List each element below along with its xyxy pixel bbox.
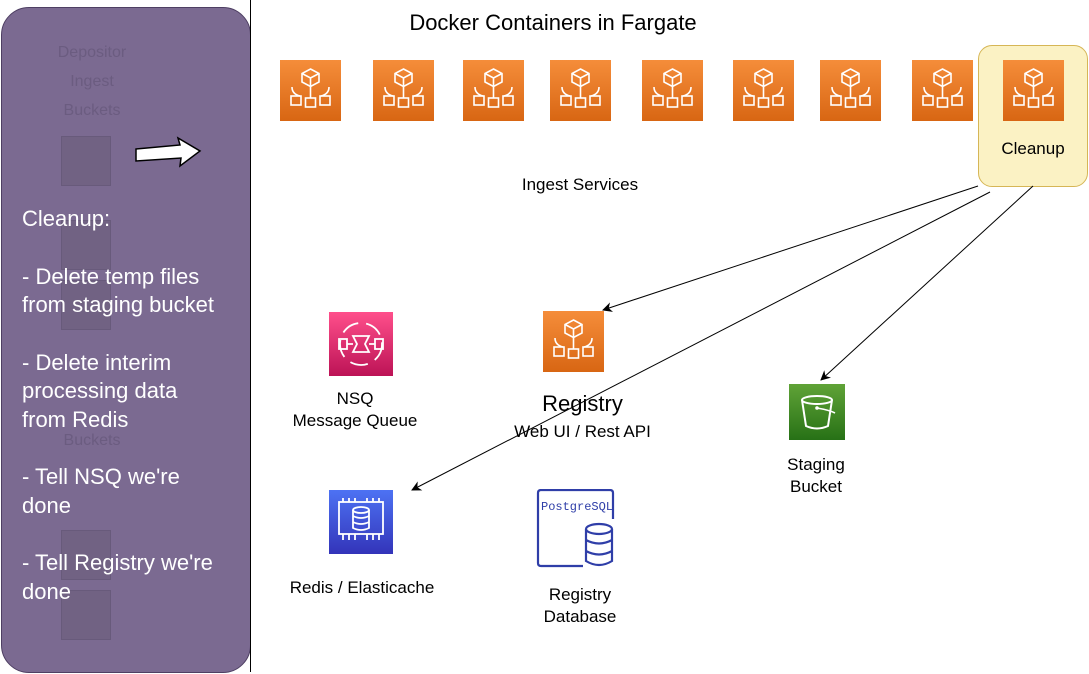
registry-container-icon [543,311,604,372]
step-line: - Tell NSQ we're [22,464,180,489]
fargate-container-icon [642,60,703,121]
fargate-container-icon [733,60,794,121]
ghost-label-buckets-2: Buckets [63,432,121,449]
fargate-container-icon [463,60,524,121]
fargate-container-icon [550,60,611,121]
registry-subtitle: Web UI / Rest API [514,422,651,441]
step-line: - Delete temp files [22,263,200,289]
registry-db-line1: Registry [548,585,612,604]
step-line: processing data [22,378,178,403]
diagram-title: Docker Containers in Fargate [409,10,697,35]
staging-label-line1: Staging [787,455,845,474]
nsq-label: NSQ Message Queue [275,388,435,432]
step-line: - Delete interim [22,349,172,375]
ingest-services-label: Ingest Services [521,175,639,194]
fargate-container-icon [912,60,973,121]
ghost-bucket-icon [61,590,111,640]
ghost-label-ingest: Ingest [70,73,114,90]
staging-label-line2: Bucket [790,477,842,496]
cleanup-label: Cleanup [1001,139,1065,158]
arrow-to-registry [602,185,979,312]
cleanup-steps-text: Cleanup: - Delete temp files from stagin… [22,205,214,606]
staging-bucket-label: Staging Bucket [756,454,876,498]
redis-label: Redis / Elasticache [289,578,435,597]
cleanup-container-icon [1003,60,1064,121]
divider-line [250,0,251,672]
ghost-bucket-icon [61,220,111,270]
step-line: from Redis [22,406,129,432]
registry-title: Registry [542,391,623,416]
postgresql-logo-text: PostgreSQL [541,500,613,514]
arrow-to-redis [411,191,991,491]
ghost-label-depositor: Depositor [57,44,127,61]
ghost-bucket-icon [61,280,111,330]
step-line: from staging bucket [22,292,214,317]
cleanup-description-panel: Depositor Ingest Buckets Buckets Cleanup… [1,7,251,673]
message-queue-icon [329,312,393,376]
postgresql-icon: PostgreSQL [536,489,615,568]
nsq-label-line2: Message Queue [292,411,418,430]
fargate-container-icon [820,60,881,121]
step-line: - Tell Registry we're [22,550,213,575]
nsq-label-line1: NSQ [336,389,374,408]
registry-database-label: Registry Database [515,584,645,628]
cleanup-heading: Cleanup: [22,206,111,231]
block-arrow-right-icon [135,136,202,168]
ghost-bucket-icon [61,530,111,580]
arrow-to-staging-bucket [820,185,1034,381]
step-line: done [22,578,71,604]
ghost-label-buckets: Buckets [63,102,121,119]
elasticache-icon [329,490,393,554]
fargate-container-icon [280,60,341,121]
s3-bucket-icon [789,384,845,440]
step-line: done [22,492,71,518]
registry-db-line2: Database [543,607,617,626]
ghost-bucket-icon [61,136,111,186]
fargate-container-icon [373,60,434,121]
